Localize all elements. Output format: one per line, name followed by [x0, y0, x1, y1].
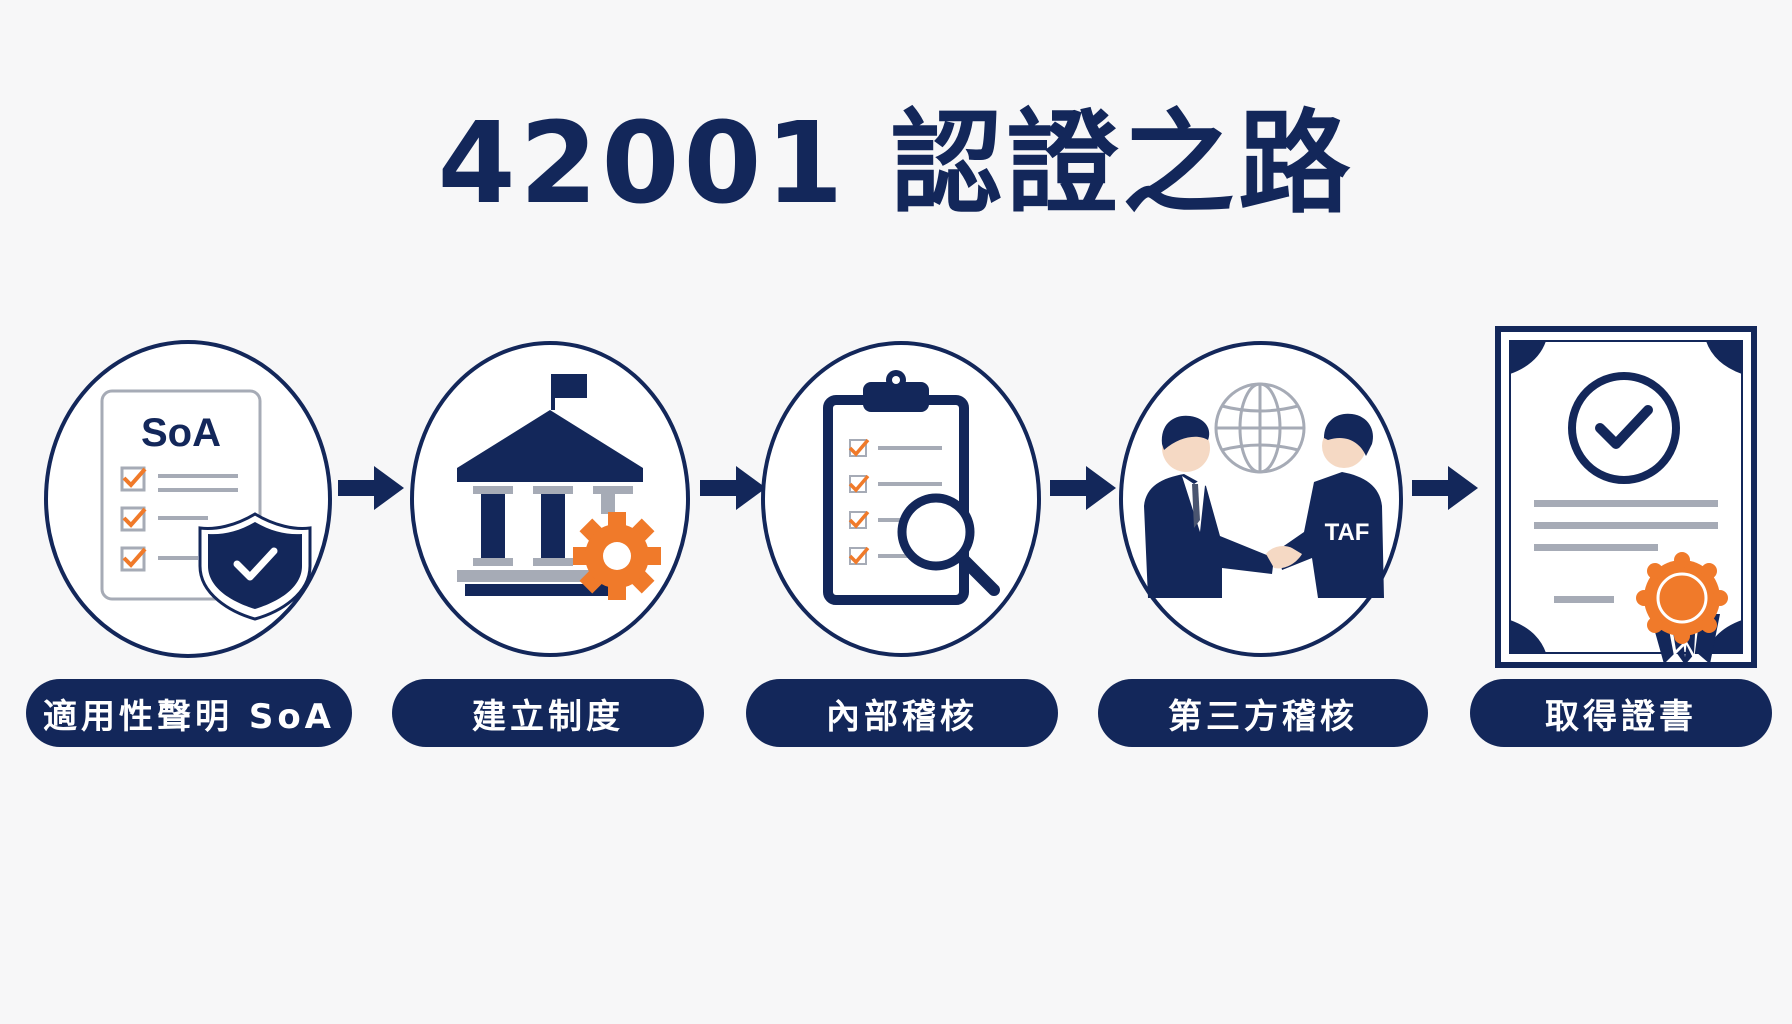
soa-icon-text: SoA	[141, 411, 221, 455]
step-label-certificate: 取得證書	[1470, 679, 1772, 747]
person-right-icon: TAF	[1278, 413, 1384, 598]
magnifier-icon	[897, 493, 1000, 596]
step-4-icon-circle: TAF	[1114, 336, 1414, 666]
taf-jacket-text: TAF	[1325, 519, 1370, 546]
award-ribbon-icon	[1636, 552, 1728, 666]
step-3-icon-circle	[758, 336, 1058, 666]
page-title: 42001 認證之路	[437, 99, 1355, 229]
person-left-icon	[1144, 415, 1274, 598]
shield-icon	[198, 512, 312, 621]
arrow-right-icon	[1050, 466, 1116, 510]
step-label-soa: 適用性聲明 SoA	[26, 679, 352, 747]
step-label-build-system: 建立制度	[392, 679, 704, 747]
step-5-certificate	[1490, 324, 1760, 684]
step-2-icon-circle	[405, 336, 705, 666]
arrow-right-icon	[1412, 466, 1478, 510]
arrow-right-icon	[700, 466, 766, 510]
handshake-icon	[1266, 546, 1302, 569]
gear-icon	[573, 512, 661, 600]
institution-icon	[457, 374, 643, 596]
step-label-internal-audit: 內部稽核	[746, 679, 1058, 747]
globe-icon	[1214, 382, 1306, 474]
arrow-right-icon	[338, 466, 404, 510]
step-1-icon-circle: SoA	[40, 336, 340, 666]
step-label-third-party-audit: 第三方稽核	[1098, 679, 1428, 747]
